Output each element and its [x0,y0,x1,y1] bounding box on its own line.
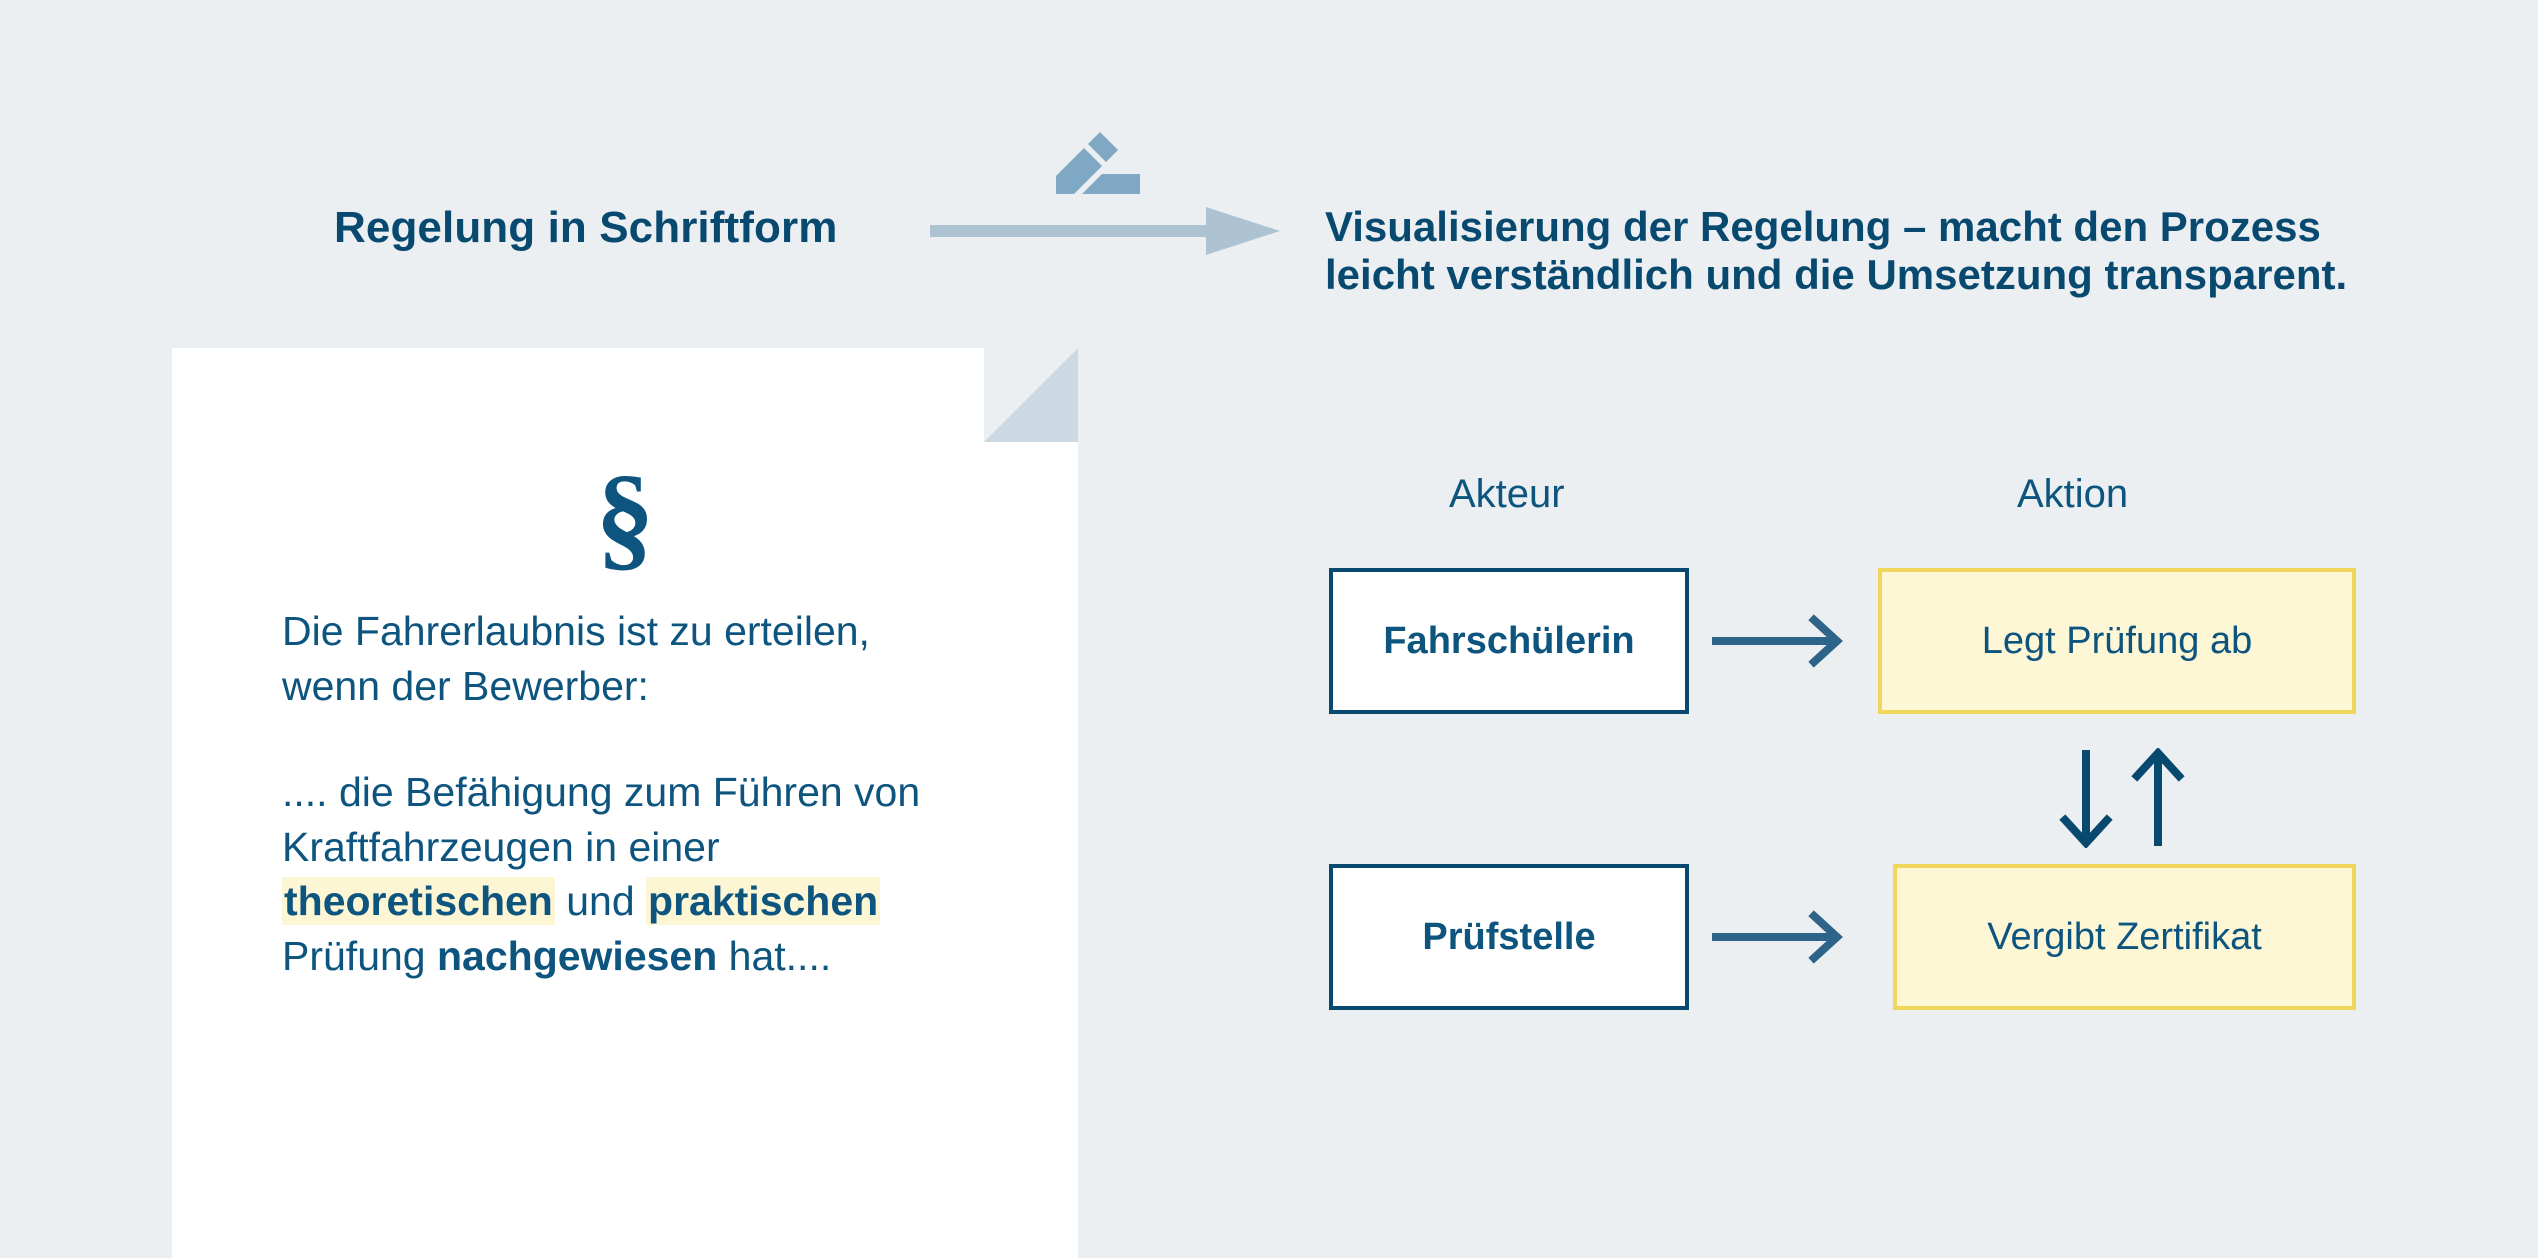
column-header-aktion: Aktion [2017,472,2129,516]
actor-box-1-label: Fahrschülerin [1383,619,1635,662]
pruefung-word: Prüfung [282,932,437,979]
paragraph-section-symbol: § [595,451,655,582]
highlight-praktisch: praktischen [646,877,881,926]
action-box-legt-pruefung-ab[interactable]: Legt Prüfung ab [1878,568,2356,714]
row-2-connector-arrow-icon [1710,910,1850,964]
pencil-edit-icon [1056,128,1144,208]
actor-box-fahrschuelerin[interactable]: Fahrschülerin [1329,568,1689,714]
action-box-1-label: Legt Prüfung ab [1981,619,2253,662]
left-column-label: Regelung in Schriftform [334,203,838,252]
right-column-heading: Visualisierung der Regelung – macht den … [1325,203,2445,299]
actor-box-pruefstelle[interactable]: Prüfstelle [1329,864,1689,1010]
heading-line-1: Visualisierung der Regelung – macht den … [1325,203,2321,250]
document-line-4: Kraftfahrzeugen in einer [282,820,1002,875]
document-line-5: theoretischen und praktischen [282,874,1002,929]
actor-box-2-label: Prüfstelle [1422,915,1596,958]
arrow-down-icon [2059,750,2113,849]
document-line-3-text: .... die Befähigung zum Führen von [282,769,921,816]
action-box-vergibt-zertifikat[interactable]: Vergibt Zertifikat [1893,864,2356,1010]
document-fold-corner-icon [984,348,1078,442]
conjunction-und: und [554,878,647,925]
document-line-3: .... die Befähigung zum Führen von [282,765,1002,820]
paragraph-gap [282,713,1002,765]
arrow-up-icon [2131,747,2185,846]
row-1-connector-arrow-icon [1710,614,1850,668]
heading-line-2: leicht verständlich und die Umsetzung tr… [1325,250,2348,298]
vertical-connectors-group [2050,747,2210,849]
hat-suffix: hat.... [717,932,832,979]
document-line-6: Prüfung nachgewiesen hat.... [282,929,1002,984]
document-body-text: Die Fahrerlaubnis ist zu erteilen, wenn … [282,604,1002,983]
regulation-document-card: § Die Fahrerlaubnis ist zu erteilen, wen… [172,348,1078,1258]
action-box-2-label: Vergibt Zertifikat [1987,915,2262,958]
transition-arrow-icon [930,205,1280,257]
column-header-akteur: Akteur [1449,472,1565,516]
document-line-4-text: Kraftfahrzeugen in einer [282,823,720,870]
bold-nachgewiesen: nachgewiesen [437,932,718,979]
document-line-2: wenn der Bewerber: [282,662,649,709]
highlight-theoretisch: theoretischen [282,877,555,926]
document-line-1: Die Fahrerlaubnis ist zu erteilen, [282,608,870,654]
